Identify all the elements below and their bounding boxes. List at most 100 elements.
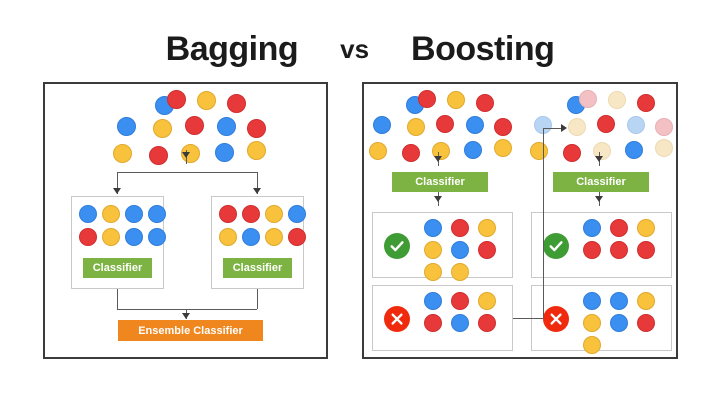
dot-red	[226, 94, 246, 113]
dot-red	[476, 94, 494, 112]
dot-red	[597, 115, 615, 133]
dot-red	[219, 205, 237, 223]
dot-yellow	[478, 219, 496, 237]
dot-blue	[125, 205, 143, 223]
arrow-right-icon	[561, 124, 567, 132]
dot-blue	[148, 228, 166, 246]
dot-yellow	[265, 228, 283, 246]
dot-yellow	[447, 91, 465, 109]
arrow-down-icon	[253, 188, 261, 194]
dot-blue	[583, 219, 601, 237]
classifier-chip-1[interactable]: Classifier	[83, 258, 152, 278]
dot-blue	[451, 314, 469, 332]
dot-yellow	[112, 144, 132, 163]
arrow-down-icon	[434, 196, 442, 202]
dot-red	[79, 228, 97, 246]
dot-red	[166, 90, 186, 109]
dot-blue_faded	[627, 116, 645, 134]
dot-yellow	[407, 118, 425, 136]
dot-blue	[610, 314, 628, 332]
dot-yellow	[478, 292, 496, 310]
dot-red	[246, 119, 266, 138]
dot-red	[478, 314, 496, 332]
bagging-split-left-drop	[117, 172, 118, 194]
arrow-down-icon	[182, 313, 190, 319]
reweight-feedback-arrow-seg2	[543, 128, 544, 318]
dot-blue	[583, 292, 601, 310]
dot-red	[583, 241, 601, 259]
arrow-down-icon	[182, 152, 190, 158]
classifier-chip-boosting-stage-1[interactable]: Classifier	[392, 172, 488, 192]
dot-red	[288, 228, 306, 246]
dot-yellow	[152, 119, 172, 138]
dot-yellow	[196, 91, 216, 110]
ensemble-classifier-chip[interactable]: Ensemble Classifier	[118, 320, 263, 341]
reweight-feedback-arrow-seg3	[543, 128, 563, 129]
dot-blue	[242, 228, 260, 246]
bagging-split-right-drop	[257, 172, 258, 194]
dot-yellow	[424, 241, 442, 259]
dot-red	[478, 241, 496, 259]
dot-yellow	[246, 141, 266, 160]
x-icon	[543, 306, 569, 332]
reweight-feedback-arrow-seg1	[513, 318, 543, 319]
dot-blue	[373, 116, 391, 134]
dot-yellow_faded	[608, 91, 626, 109]
title-vs: vs	[340, 34, 370, 64]
dot-red	[610, 219, 628, 237]
dot-yellow	[583, 314, 601, 332]
dot-yellow	[219, 228, 237, 246]
dot-red_faded	[579, 90, 597, 108]
bagging-split-bus	[117, 172, 257, 173]
classifier-chip-2[interactable]: Classifier	[223, 258, 292, 278]
dot-yellow	[583, 336, 601, 354]
dot-red	[418, 90, 436, 108]
dot-blue	[214, 143, 234, 162]
x-icon	[384, 306, 410, 332]
diagram-title: Bagging vs Boosting	[0, 28, 720, 70]
bagging-merge-left	[117, 289, 118, 309]
dot-yellow	[530, 142, 548, 160]
bagging-merge-bus	[117, 309, 257, 310]
dot-red	[451, 219, 469, 237]
dot-blue	[424, 219, 442, 237]
title-boosting: Boosting	[411, 30, 555, 68]
dot-blue	[466, 116, 484, 134]
dot-yellow_faded	[568, 118, 586, 136]
dot-yellow	[102, 205, 120, 223]
dot-red	[402, 144, 420, 162]
dot-yellow	[637, 219, 655, 237]
dot-blue	[125, 228, 143, 246]
dot-red	[563, 144, 581, 162]
arrow-down-icon	[595, 196, 603, 202]
check-icon	[543, 233, 569, 259]
dot-red	[242, 205, 260, 223]
dot-blue	[288, 205, 306, 223]
dot-blue	[79, 205, 97, 223]
dot-blue	[148, 205, 166, 223]
dot-red	[637, 314, 655, 332]
dot-blue	[451, 241, 469, 259]
dot-red	[637, 241, 655, 259]
dot-yellow	[424, 263, 442, 281]
dot-red	[148, 146, 168, 165]
dot-blue	[116, 117, 136, 136]
classifier-chip-boosting-stage-2[interactable]: Classifier	[553, 172, 649, 192]
dot-blue	[625, 141, 643, 159]
dot-red	[494, 118, 512, 136]
dot-red	[436, 115, 454, 133]
arrow-down-icon	[434, 156, 442, 162]
dot-red	[451, 292, 469, 310]
dot-blue	[610, 292, 628, 310]
arrow-down-icon	[595, 156, 603, 162]
dot-blue	[464, 141, 482, 159]
dot-red	[184, 116, 204, 135]
dot-yellow	[451, 263, 469, 281]
dot-red_faded	[655, 118, 673, 136]
dot-red	[424, 314, 442, 332]
dot-yellow	[494, 139, 512, 157]
dot-yellow	[637, 292, 655, 310]
dot-red	[610, 241, 628, 259]
dot-yellow	[102, 228, 120, 246]
